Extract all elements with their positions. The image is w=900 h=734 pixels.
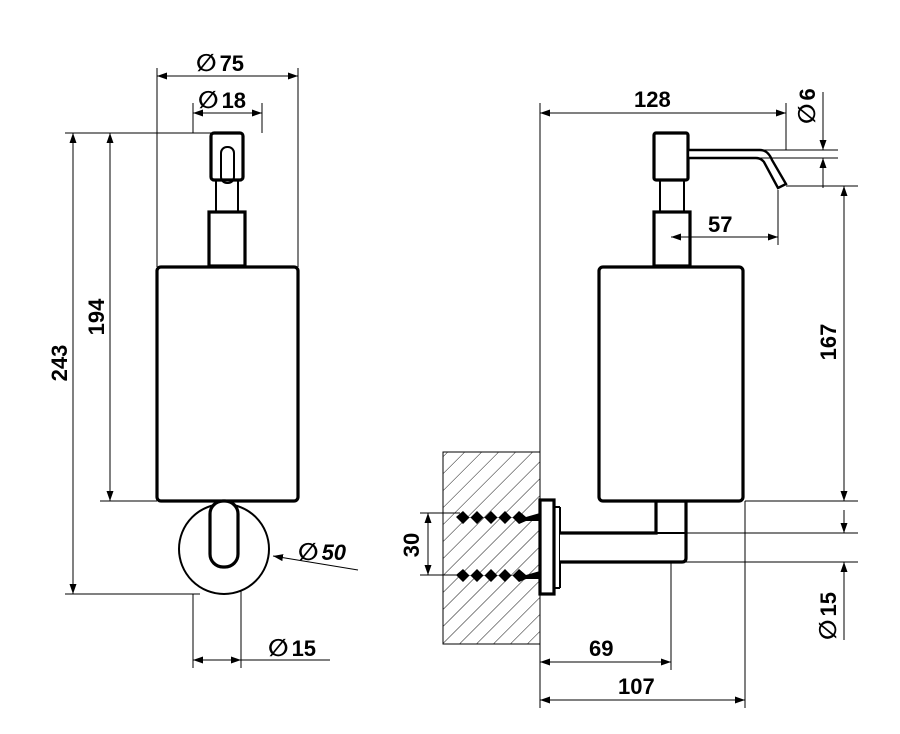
side-spout — [686, 148, 788, 190]
wall-section — [442, 451, 541, 645]
label-front-50: ∅50 — [298, 538, 347, 566]
wall-anchor-top — [456, 511, 540, 524]
label-side-128: 128 — [634, 87, 671, 112]
label-side-69: 69 — [589, 636, 613, 661]
front-pump-slot — [220, 146, 235, 184]
label-front-243: 243 — [47, 345, 72, 382]
label-side-6: ∅6 — [793, 88, 821, 124]
front-view: ∅75 ∅18 243 194 ∅50 ∅15 — [47, 49, 359, 668]
side-container-body — [597, 265, 745, 503]
side-pump-neck — [652, 210, 692, 268]
label-front-75: ∅75 — [196, 49, 244, 77]
wall-anchor-bottom — [456, 569, 540, 582]
label-side-57: 57 — [708, 212, 732, 237]
leader-front-50 — [272, 554, 359, 571]
label-front-194: 194 — [84, 298, 109, 335]
front-pump-neck — [207, 210, 247, 268]
label-front-15: ∅15 — [268, 634, 316, 662]
front-pump-head — [209, 131, 245, 182]
label-side-107: 107 — [618, 674, 655, 699]
side-pump-head — [652, 131, 690, 182]
front-arm — [208, 499, 240, 569]
side-arm — [560, 499, 688, 564]
side-view: 128 ∅6 57 167 30 ∅15 69 107 — [399, 87, 858, 708]
front-container-body — [155, 265, 300, 503]
label-front-18: ∅18 — [198, 86, 246, 114]
wall-plate — [538, 498, 556, 596]
label-side-30: 30 — [399, 533, 424, 557]
label-side-167: 167 — [816, 324, 841, 361]
label-side-15: ∅15 — [814, 592, 842, 640]
